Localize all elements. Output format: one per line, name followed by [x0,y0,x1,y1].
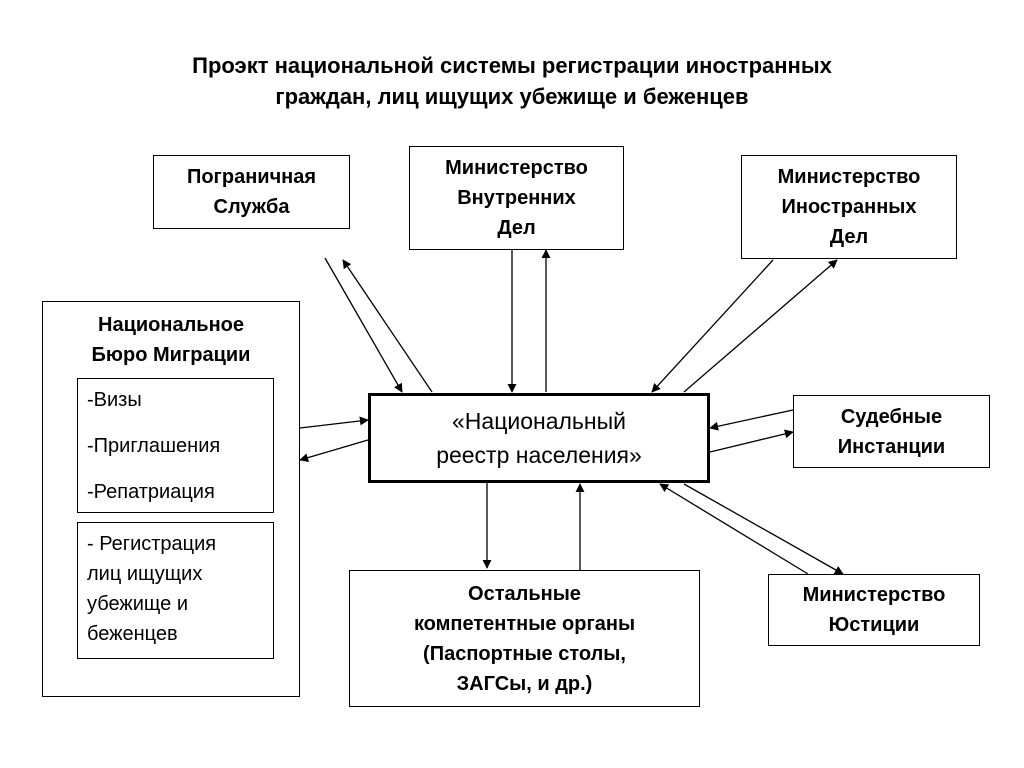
other-bodies-line-1: Остальные [468,582,581,605]
interior-ministry-line-2: Внутренних [457,187,576,209]
arrow-bureau-to-registry [299,416,369,429]
national-migration-bureau-box: Национальное Бюро Миграции -Визы -Пригла… [42,301,300,697]
interior-ministry-line-3: Дел [497,217,536,239]
list-item-repatriation: -Репатриация [87,481,215,503]
arrow-justice-to-registry [659,483,809,575]
arrow-registry-to-border [342,259,433,393]
foreign-ministry-line-2: Иностранных [781,196,917,218]
border-service-box: Пограничная Служба [153,155,350,229]
justice-ministry-box: Министерство Юстиции [768,574,980,646]
interior-ministry-box: Министерство Внутренних Дел [409,146,624,250]
asylum-line-2: лиц ищущих [87,563,203,585]
registry-line-1: «Национальный [452,408,626,434]
arrow-courts-to-registry [709,409,794,431]
courts-line-1: Судебные [840,405,943,428]
arrow-registry-to-justice [683,483,844,575]
arrow-foreign-to-registry [651,259,774,393]
diagram-title: Проэкт национальной системы регистрации … [60,50,964,112]
title-line-1: Проэкт национальной системы регистрации … [192,53,832,78]
asylum-line-1: - Регистрация [87,533,217,555]
arrow-registry-to-bureau [299,439,369,463]
asylum-registration-box: - Регистрация лиц ищущих убежище и бежен… [77,522,274,659]
border-service-line-2: Служба [213,196,290,218]
list-item-visas: -Визы [87,389,142,411]
arrow-registry-to-foreign [683,259,838,393]
courts-line-2: Инстанции [837,435,946,458]
national-population-registry-box: «Национальный реестр населения» [368,393,710,483]
title-line-2: граждан, лиц ищущих убежище и беженцев [275,84,749,109]
courts-box: Судебные Инстанции [793,395,990,468]
justice-ministry-line-2: Юстиции [828,614,920,636]
list-item-invitations: -Приглашения [87,435,221,457]
other-bodies-line-4: ЗАГСы, и др.) [456,672,593,695]
bureau-services-list: -Визы -Приглашения -Репатриация [77,378,274,513]
bureau-title-line-1: Национальное [98,314,244,336]
interior-ministry-line-1: Министерство [445,157,588,179]
registry-line-2: реестр населения» [436,442,642,468]
bureau-title: Национальное Бюро Миграции [43,310,299,370]
border-service-line-1: Пограничная [186,166,317,188]
foreign-ministry-box: Министерство Иностранных Дел [741,155,957,259]
bureau-title-line-2: Бюро Миграции [91,344,251,366]
foreign-ministry-line-3: Дел [829,226,869,248]
other-bodies-line-2: компетентные органы [413,612,636,635]
other-bodies-line-3: (Паспортные столы, [423,642,626,665]
asylum-line-4: беженцев [87,623,178,645]
arrow-border-to-registry [324,257,403,393]
justice-ministry-line-1: Министерство [802,584,946,606]
foreign-ministry-line-1: Министерство [777,166,921,188]
asylum-line-3: убежище и [87,593,188,615]
arrow-registry-to-courts [709,429,794,453]
other-competent-bodies-box: Остальные компетентные органы (Паспортны… [349,570,700,707]
